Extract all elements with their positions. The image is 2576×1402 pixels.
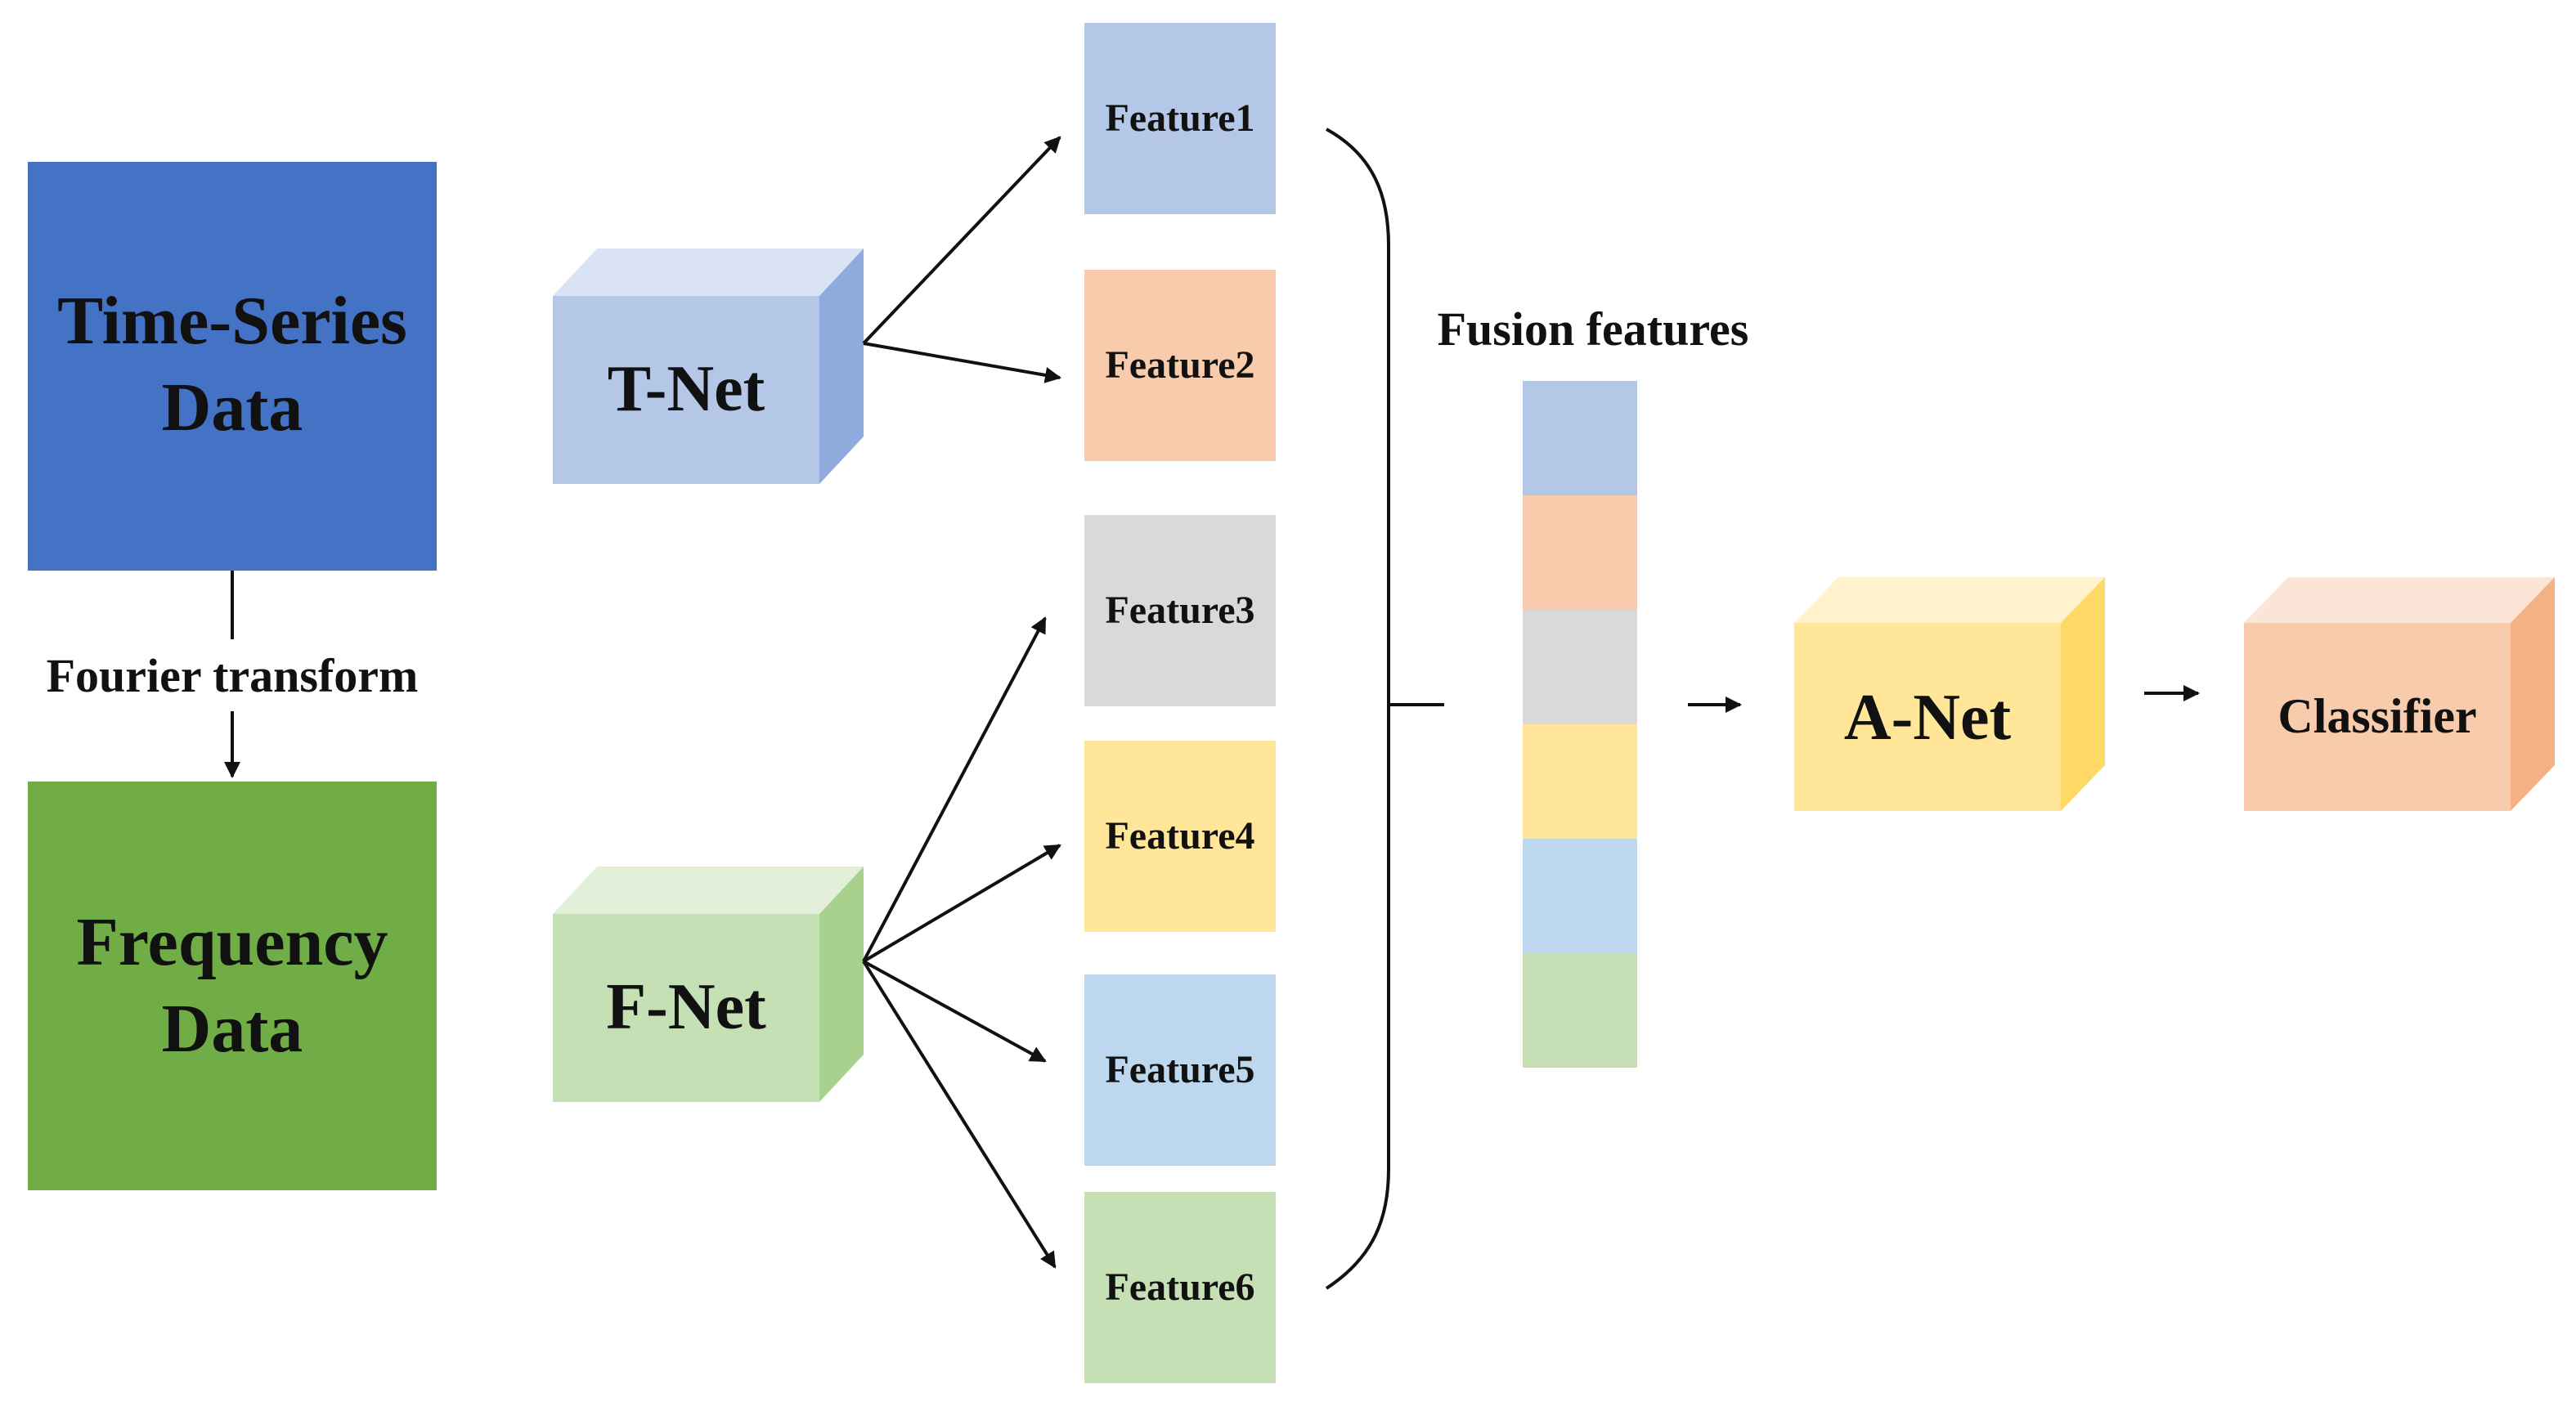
f-net-cube: F-Net	[553, 867, 864, 1102]
feature-box-5: Feature5	[1084, 974, 1276, 1166]
f-net-top-face	[553, 867, 864, 914]
fusion-features-label: Fusion features	[1438, 302, 1749, 356]
t-net-top-face	[553, 249, 864, 296]
classifier-side-face	[2511, 577, 2555, 811]
fusion-features: Fusion features	[1438, 302, 1749, 1068]
fusion-segment-1	[1523, 381, 1637, 495]
f-net-side-face	[819, 867, 864, 1102]
arrow-f-net-to-feature4	[862, 844, 1061, 963]
fusion-segment-4	[1523, 724, 1637, 839]
feature-box-3-fill	[1084, 515, 1276, 706]
brace-curve	[1325, 128, 1390, 1290]
feature-box-4: Feature4	[1084, 741, 1276, 932]
fusion-segment-3	[1523, 610, 1637, 724]
t-net-front-face	[553, 296, 819, 484]
feature-box-2-fill	[1084, 270, 1276, 461]
f-net-front-face	[553, 914, 819, 1102]
frequency-label-line2: Data	[162, 991, 303, 1067]
feature-box-3: Feature3	[1084, 515, 1276, 706]
a-net-front-face	[1794, 623, 2061, 811]
fusion-brace	[1325, 128, 1444, 1290]
feature-label-5: Feature5	[1105, 1048, 1254, 1091]
a-net-side-face	[2061, 577, 2105, 811]
time-series-label-line2: Data	[162, 370, 303, 446]
feature-label-3: Feature3	[1105, 589, 1254, 632]
fourier-connector: Fourier transform	[47, 571, 419, 778]
arrow-f-net-to-feature6	[862, 960, 1057, 1269]
fusion-segment-5	[1523, 839, 1637, 953]
classifier-top-face	[2244, 577, 2555, 623]
t-net-cube: T-Net	[553, 249, 864, 484]
feature-list: Feature1 Feature2 Feature3 Feature4 Feat…	[1084, 23, 1276, 1383]
a-net-cube: A-Net	[1794, 577, 2105, 811]
feature-box-2: Feature2	[1084, 270, 1276, 461]
classifier-cube: Classifier	[2244, 577, 2555, 811]
f-net-label: F-Net	[606, 971, 766, 1043]
feature-box-1: Feature1	[1084, 23, 1276, 214]
feature-box-6-fill	[1084, 1192, 1276, 1383]
frequency-box	[28, 782, 437, 1190]
frequency-label-line1: Frequency	[76, 904, 388, 980]
time-series-block: Time-Series Data	[28, 162, 437, 571]
feature-box-6: Feature6	[1084, 1192, 1276, 1383]
a-net-top-face	[1794, 577, 2105, 623]
t-net-label: T-Net	[608, 353, 765, 425]
feature-box-1-fill	[1084, 23, 1276, 214]
feature-box-4-fill	[1084, 741, 1276, 932]
fusion-segment-2	[1523, 495, 1637, 610]
fusion-segment-6	[1523, 953, 1637, 1068]
arrow-f-net-to-feature3	[862, 616, 1047, 962]
classifier-front-face	[2244, 623, 2511, 811]
classifier-label: Classifier	[2278, 689, 2476, 743]
arrow-t-net-to-feature1	[862, 136, 1061, 345]
feature-box-5-fill	[1084, 974, 1276, 1166]
a-net-label: A-Net	[1844, 682, 2012, 754]
time-series-label-line1: Time-Series	[57, 283, 407, 359]
time-series-box	[28, 162, 437, 571]
t-net-side-face	[819, 249, 864, 484]
fourier-transform-label: Fourier transform	[47, 649, 419, 702]
feature-label-1: Feature1	[1105, 96, 1254, 140]
feature-label-4: Feature4	[1105, 814, 1254, 858]
t-net-arrows	[862, 136, 1061, 383]
arrow-f-net-to-feature5	[863, 960, 1047, 1063]
frequency-block: Frequency Data	[28, 782, 437, 1190]
f-net-arrows	[862, 616, 1061, 1269]
arrow-t-net-to-feature2	[863, 342, 1061, 383]
feature-label-2: Feature2	[1105, 343, 1254, 387]
feature-label-6: Feature6	[1105, 1265, 1254, 1309]
